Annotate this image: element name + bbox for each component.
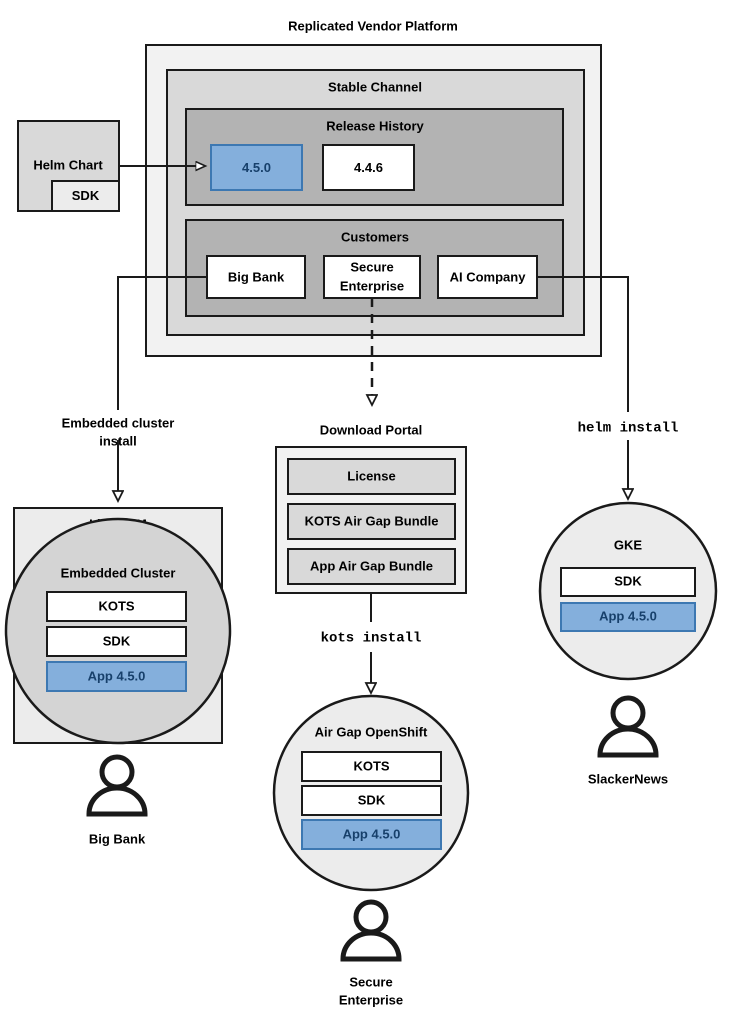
helm-chart-sdk-label: SDK [72, 188, 100, 203]
customer-name-label: AI Company [450, 269, 527, 284]
edge-label-kots-install: kots install [321, 631, 422, 647]
helm-chart-label: Helm Chart [33, 157, 103, 172]
target-customer-label: Big Bank [89, 831, 146, 846]
release-card-4-4-6[interactable] [322, 144, 415, 191]
customers-label: Customers [341, 229, 409, 244]
user-icon [86, 754, 148, 817]
component-sdk[interactable] [301, 785, 442, 816]
component-label: SDK [358, 792, 386, 807]
component-app-version[interactable] [301, 819, 442, 850]
artifact-app-air-gap-bundle[interactable] [287, 548, 456, 585]
platform-container: Stable Channel Release History 4.5.0 4.4… [145, 44, 602, 357]
gke-label: GKE [614, 537, 643, 552]
component-kots[interactable] [46, 591, 187, 622]
target-customer-line1: Secure [349, 974, 392, 989]
stable-channel-label: Stable Channel [328, 79, 422, 94]
page-title: Replicated Vendor Platform [288, 18, 458, 33]
component-label: SDK [103, 633, 131, 648]
release-version-label: 4.5.0 [242, 160, 271, 175]
customer-name-line1: Secure [350, 259, 393, 274]
component-kots[interactable] [301, 751, 442, 782]
target-linux-vm[interactable]: Linux VM Embedded Cluster KOTS SDK App 4… [4, 507, 232, 846]
release-card-4-5-0[interactable] [210, 144, 303, 191]
user-icon [340, 899, 402, 962]
release-history-label: Release History [326, 118, 424, 133]
target-air-gap-openshift[interactable]: Air Gap OpenShift KOTS SDK App 4.5.0 Sec… [272, 694, 470, 1007]
component-sdk[interactable] [46, 626, 187, 657]
component-label: App 4.5.0 [599, 608, 657, 623]
artifact-label: KOTS Air Gap Bundle [305, 513, 439, 528]
artifact-label: License [347, 468, 395, 483]
edge-big-bank-to-embedded [117, 276, 207, 410]
helm-chart-node[interactable]: Helm Chart SDK [17, 120, 120, 212]
customer-card-ai-company[interactable] [437, 255, 538, 299]
air-gap-openshift-label: Air Gap OpenShift [315, 724, 428, 739]
edge-ai-company-to-helm-install [537, 276, 629, 412]
artifact-license[interactable] [287, 458, 456, 495]
component-sdk[interactable] [560, 567, 696, 597]
customer-card-big-bank[interactable] [206, 255, 306, 299]
component-label: SDK [614, 573, 642, 588]
edge-label-helm-install: helm install [578, 421, 679, 437]
release-version-label: 4.4.6 [354, 160, 383, 175]
artifact-label: App Air Gap Bundle [310, 558, 433, 573]
helm-chart-sdk-box[interactable] [51, 180, 120, 212]
target-customer-line2: Enterprise [339, 992, 403, 1007]
user-icon [597, 695, 659, 758]
edge-label-embedded-install-line2: install [99, 433, 137, 448]
component-label: App 4.5.0 [343, 826, 401, 841]
component-app-version[interactable] [46, 661, 187, 692]
customer-name-label: Big Bank [228, 269, 285, 284]
artifact-kots-air-gap-bundle[interactable] [287, 503, 456, 540]
customer-card-secure-enterprise[interactable] [323, 255, 421, 299]
component-app-version[interactable] [560, 602, 696, 632]
download-portal-node[interactable]: Download Portal License KOTS Air Gap Bun… [275, 422, 467, 594]
target-customer-label: SlackerNews [588, 771, 668, 786]
component-label: KOTS [98, 598, 134, 613]
target-gke[interactable]: GKE SDK App 4.5.0 SlackerNews [538, 501, 718, 786]
component-label: App 4.5.0 [88, 668, 146, 683]
download-portal-label: Download Portal [320, 422, 423, 437]
edge-label-embedded-install-line1: Embedded cluster [62, 415, 175, 430]
embedded-cluster-label: Embedded Cluster [61, 565, 176, 580]
component-label: KOTS [353, 758, 389, 773]
customer-name-line2: Enterprise [340, 278, 404, 293]
